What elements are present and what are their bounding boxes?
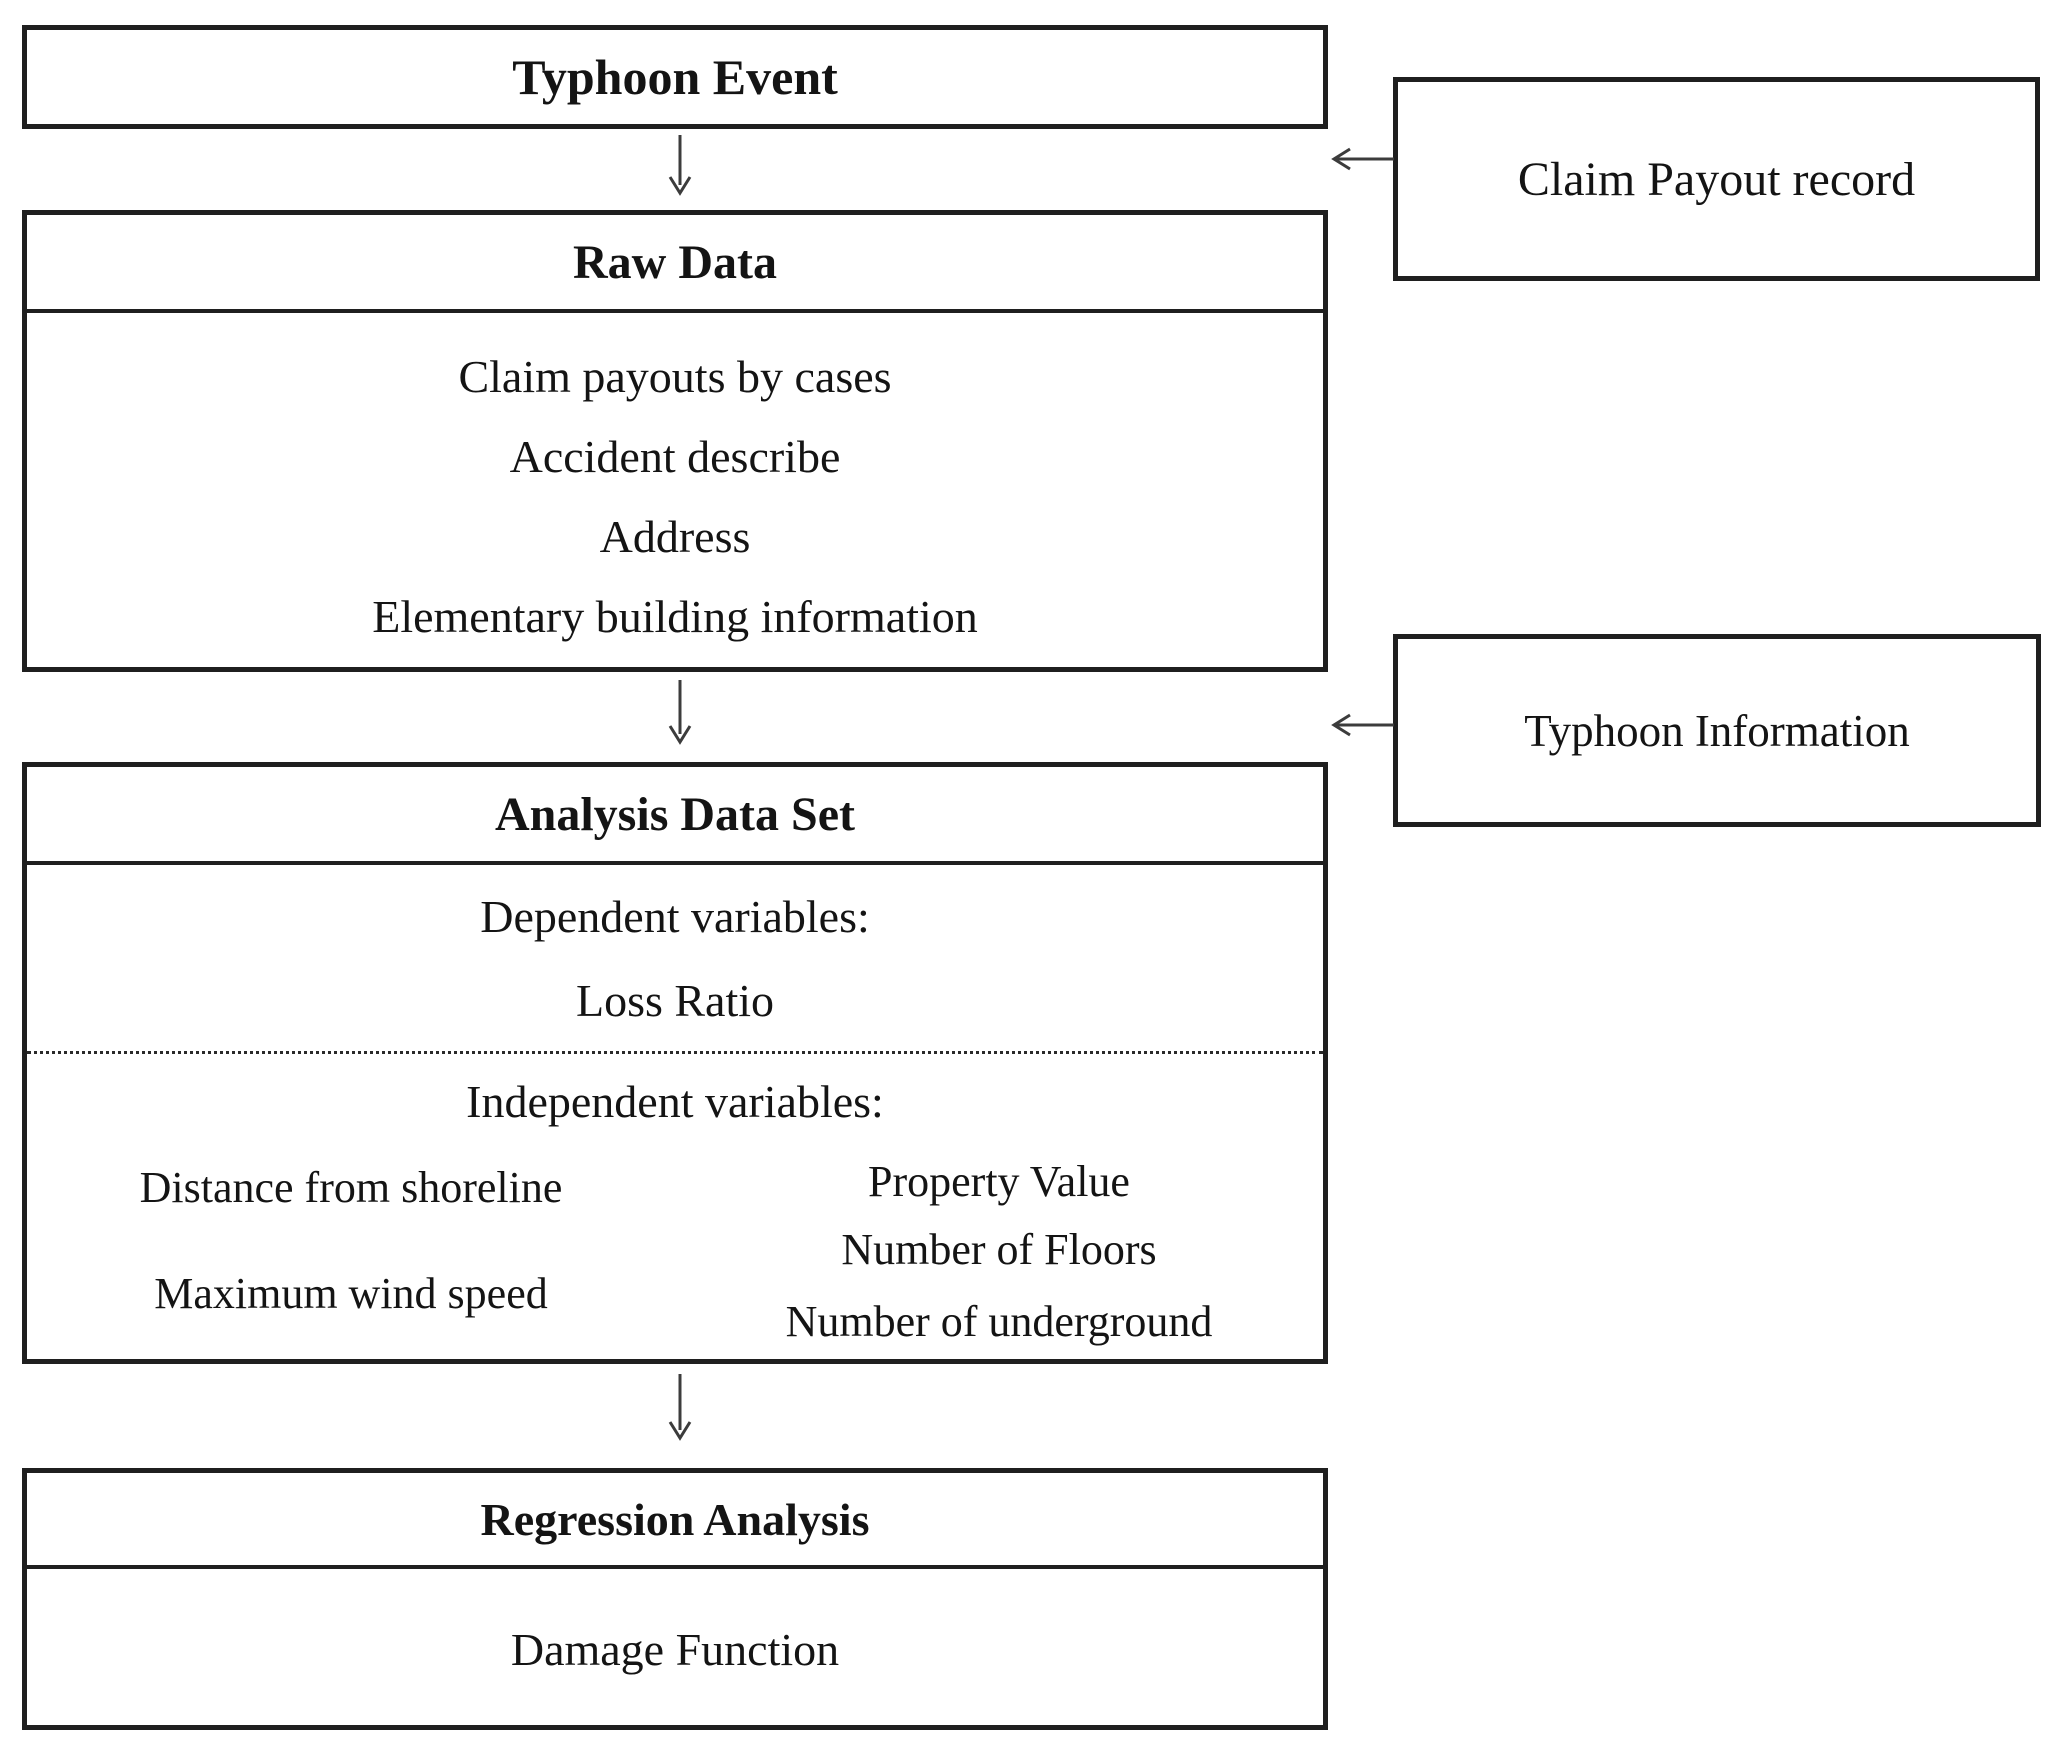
independent-variables-left-column: Distance from shoreline Maximum wind spe… — [27, 1144, 675, 1352]
raw-data-item: Elementary building information — [372, 591, 978, 642]
regression-analysis-box: Regression Analysis Damage Function — [22, 1468, 1328, 1730]
arrow-left-icon-typhoon-information — [1324, 709, 1398, 741]
claim-payout-record-label: Claim Payout record — [1517, 152, 1916, 206]
independent-variable-item: Number of underground — [785, 1297, 1213, 1346]
typhoon-information-label: Typhoon Information — [1524, 705, 1910, 756]
damage-function-label: Damage Function — [510, 1624, 840, 1675]
independent-variable-item: Maximum wind speed — [154, 1269, 548, 1318]
raw-data-item: Accident describe — [509, 431, 841, 482]
regression-analysis-title: Regression Analysis — [27, 1473, 1323, 1569]
independent-variables-right-column: Property Value Number of Floors Number o… — [675, 1144, 1323, 1352]
arrow-down-icon-3 — [658, 1372, 702, 1446]
typhoon-event-title: Typhoon Event — [512, 49, 838, 105]
typhoon-event-box: Typhoon Event — [22, 25, 1328, 129]
arrow-down-icon-2 — [658, 678, 702, 748]
raw-data-item: Address — [599, 511, 751, 562]
independent-variables-label: Independent variables: — [466, 1076, 884, 1127]
typhoon-information-box: Typhoon Information — [1393, 634, 2041, 827]
arrow-left-icon-claim-payout — [1324, 143, 1398, 175]
analysis-data-set-box: Analysis Data Set Dependent variables: L… — [22, 762, 1328, 1364]
dependent-variables-label: Dependent variables: — [480, 891, 870, 942]
dependent-variable-item: Loss Ratio — [575, 975, 775, 1026]
raw-data-items: Claim payouts by cases Accident describe… — [27, 313, 1323, 657]
analysis-data-set-title: Analysis Data Set — [27, 767, 1323, 865]
raw-data-title: Raw Data — [27, 215, 1323, 313]
independent-variable-item: Number of Floors — [841, 1225, 1157, 1274]
independent-variable-item: Distance from shoreline — [139, 1163, 563, 1212]
raw-data-item: Claim payouts by cases — [458, 351, 892, 402]
claim-payout-record-box: Claim Payout record — [1393, 77, 2040, 281]
independent-variables-columns: Distance from shoreline Maximum wind spe… — [27, 1144, 1323, 1352]
arrow-down-icon-1 — [658, 133, 702, 199]
dotted-divider — [27, 1051, 1323, 1054]
independent-variable-item: Property Value — [868, 1157, 1130, 1206]
raw-data-box: Raw Data Claim payouts by cases Accident… — [22, 210, 1328, 672]
